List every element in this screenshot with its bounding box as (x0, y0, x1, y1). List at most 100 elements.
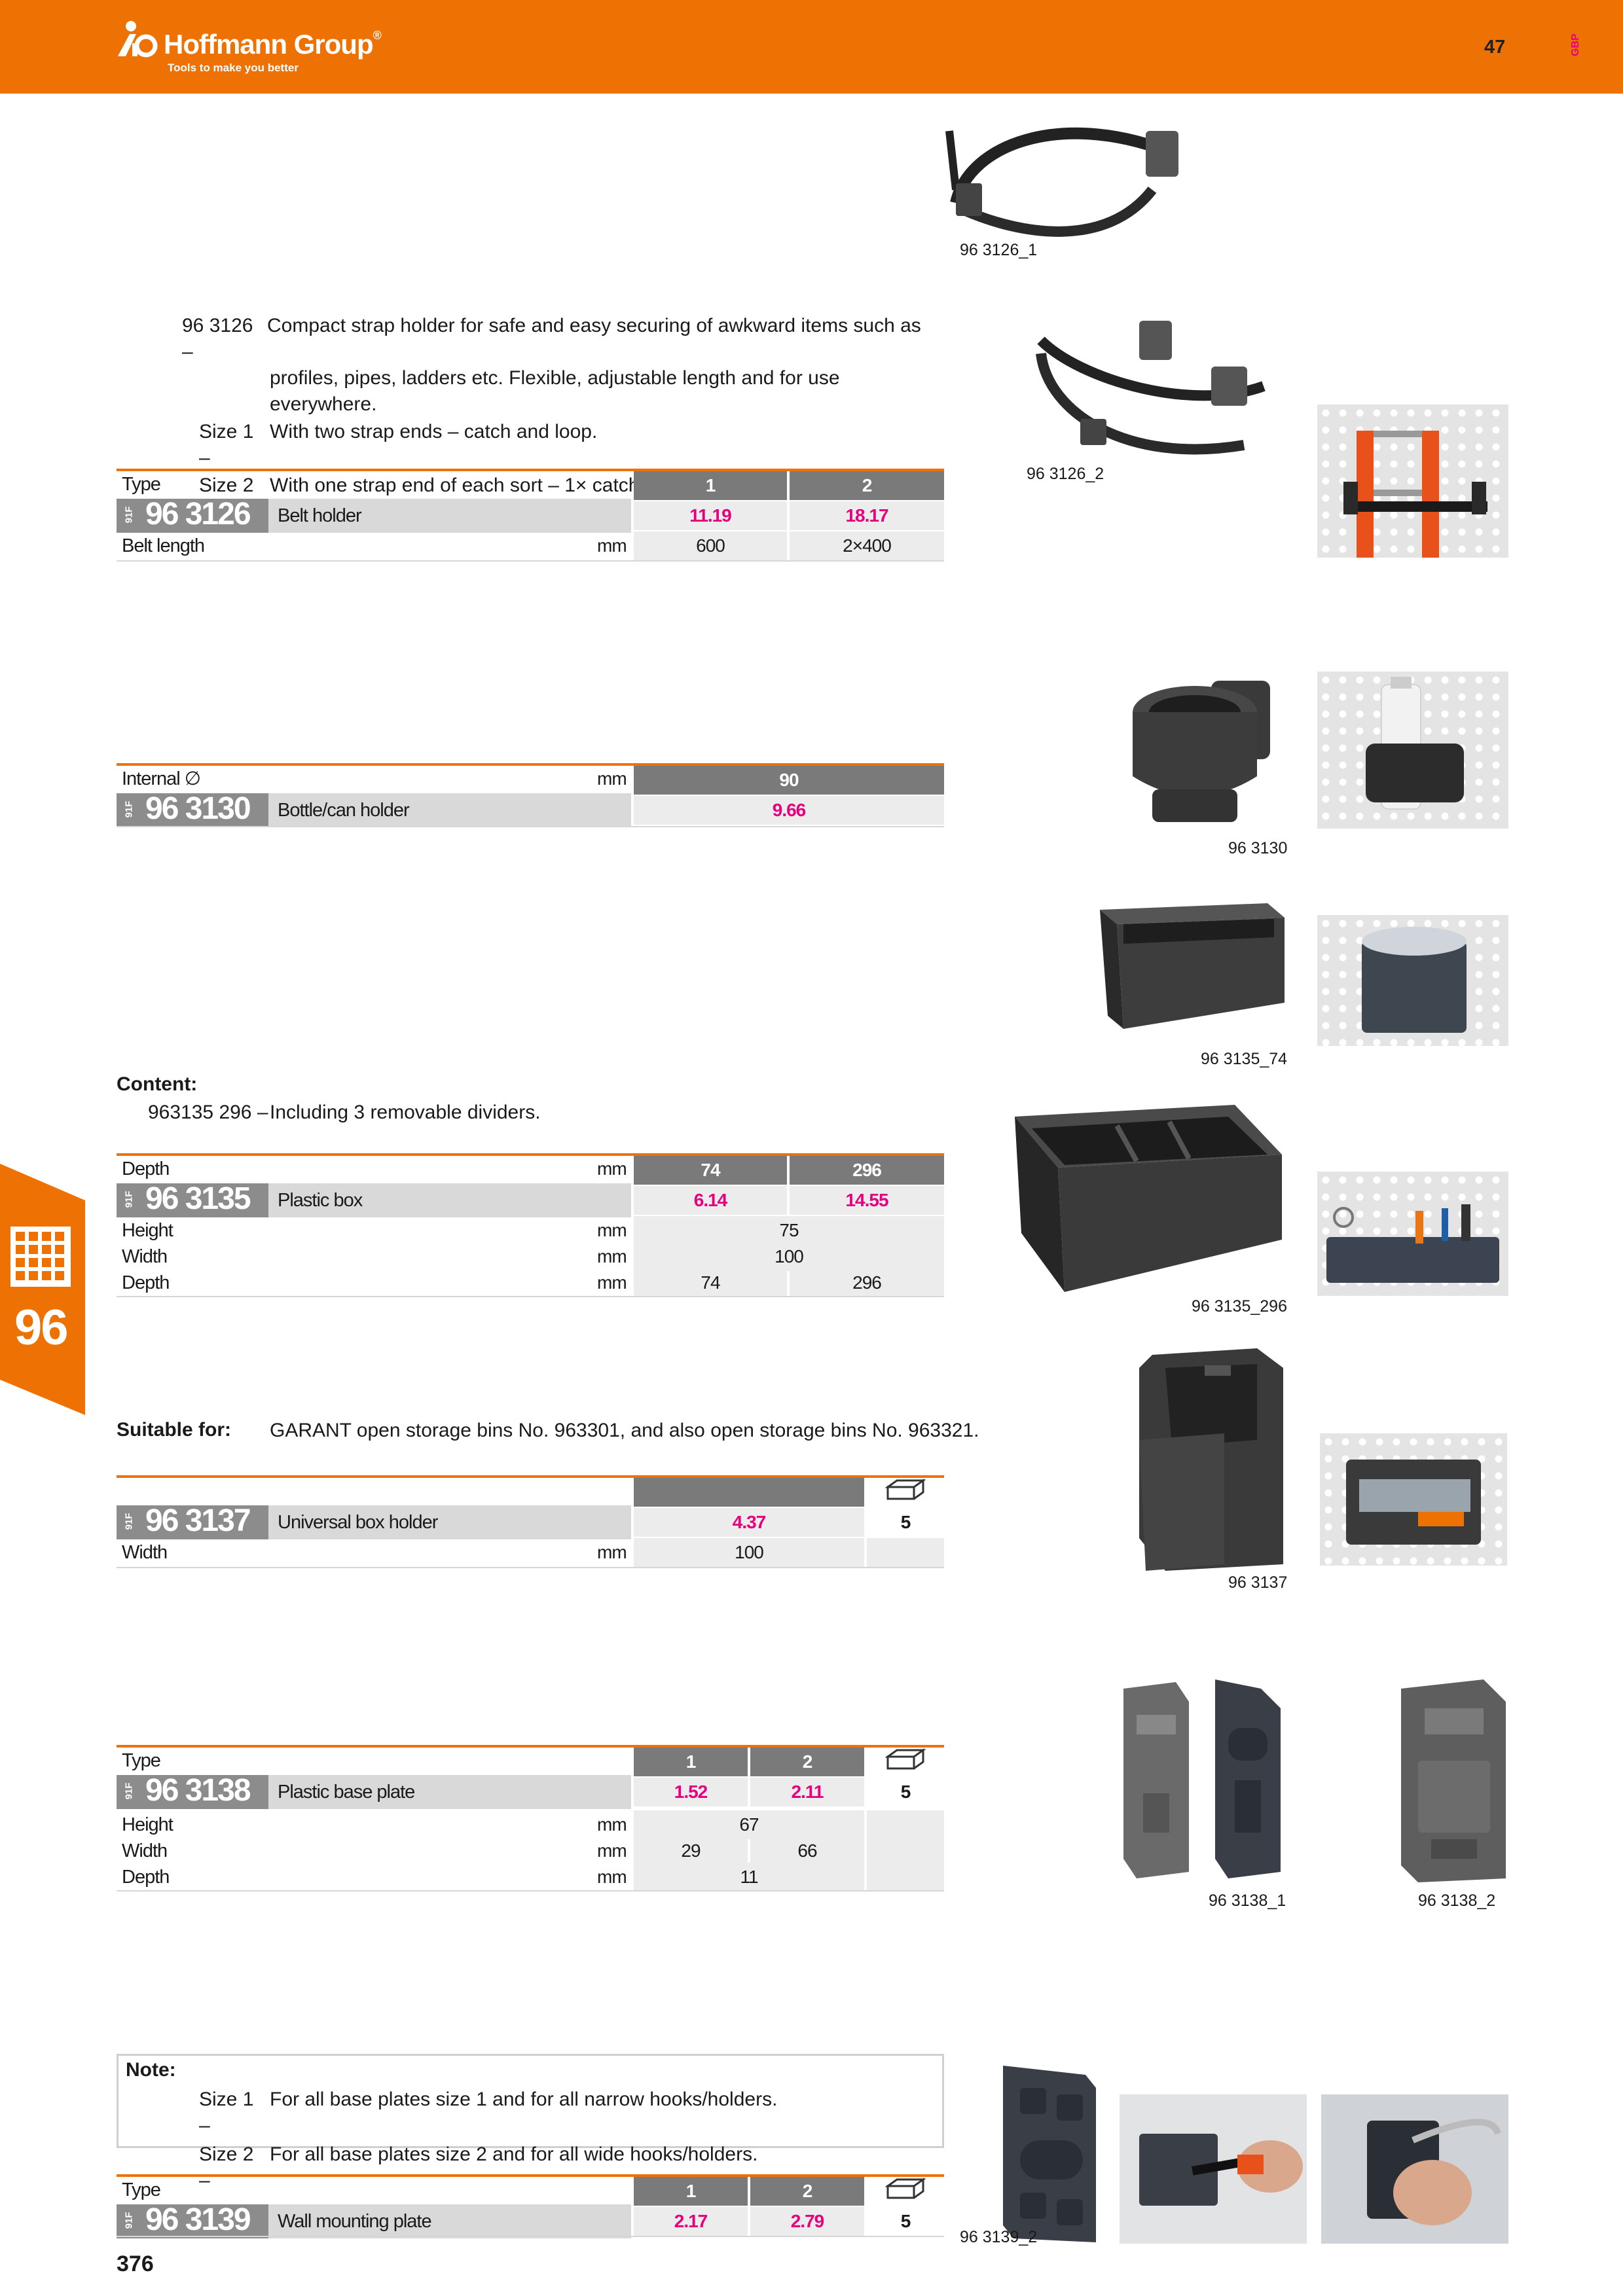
image-caption: 96 3138_1 (1209, 1892, 1286, 1910)
unit-label: mm (597, 1158, 627, 1179)
article-box (117, 793, 268, 827)
package-icon (885, 2178, 926, 2199)
unit-label: mm (597, 1542, 627, 1562)
belt-holder-photo-2 (1036, 321, 1266, 455)
prefix-label: 91F (123, 506, 135, 524)
content-heading: Content: (117, 1073, 198, 1095)
page-header (0, 0, 1623, 94)
image-caption: 96 3135_74 (1201, 1050, 1288, 1068)
suitable-for-heading: Suitable for: (117, 1419, 232, 1441)
table-rule (117, 469, 944, 471)
note-heading: Note: (126, 2059, 176, 2081)
plastic-box-296-in-use-photo (1317, 1172, 1508, 1296)
width-value: 100 (634, 1538, 864, 1567)
bottle-holder-photo (1133, 681, 1270, 822)
image-caption: 96 3130 (1228, 839, 1288, 857)
col-header-1: 1 (634, 2177, 748, 2206)
unit-label: mm (597, 1272, 627, 1293)
product-name: Belt holder (278, 505, 362, 526)
table-rule (117, 826, 944, 827)
type-label: Type (122, 474, 161, 495)
pack-quantity: 5 (900, 1512, 911, 1532)
article-number: 96 3139 (145, 2202, 251, 2237)
chapter-tab (0, 1164, 85, 1415)
unit-label: mm (597, 1840, 627, 1861)
suitable-for-text: GARANT open storage bins No. 963301, and… (270, 1420, 979, 1441)
width-label: Width (122, 1840, 168, 1861)
table-rule (117, 1296, 944, 1297)
col-header-1: 1 (634, 471, 787, 500)
price: 4.37 (634, 1508, 864, 1537)
belt-holder-ladder-photo (1317, 404, 1508, 558)
table-rule (117, 1745, 944, 1748)
hoffmann-logo-icon (118, 21, 158, 58)
unit-label: mm (597, 1814, 627, 1835)
depth-label: Depth (122, 1158, 170, 1179)
unit-label: mm (597, 1220, 627, 1240)
image-caption: 96 3135_296 (1192, 1297, 1287, 1316)
price-size-1: 11.19 (634, 501, 787, 530)
article-box (117, 1775, 268, 1809)
plastic-box-74-photo (1100, 903, 1285, 1029)
internal-diameter-label: Internal ∅ (122, 768, 201, 789)
base-plate-size2-photo (1401, 1679, 1506, 1882)
image-caption: 96 3137 (1228, 1573, 1288, 1592)
wall-plate-hook-photo (1321, 2094, 1508, 2244)
price: 9.66 (634, 796, 944, 825)
product-name: Bottle/can holder (278, 800, 410, 821)
pack-quantity: 5 (900, 2211, 911, 2231)
article-number: 96 3126 (145, 497, 251, 531)
width-label: Width (122, 1246, 168, 1267)
article-number: 96 3138 (145, 1773, 251, 1808)
article-box (117, 2204, 268, 2238)
price-size-2: 2.79 (750, 2207, 864, 2236)
article-number: 96 3137 (145, 1503, 251, 1538)
pack-empty (867, 1863, 944, 1892)
plastic-box-296-photo (1015, 1105, 1282, 1292)
width-value-2: 66 (750, 1837, 864, 1865)
prefix-label: 91F (123, 1191, 135, 1208)
prefix-label: 91F (123, 800, 135, 818)
belt-holder-photo-1 (945, 127, 1178, 237)
col-header-2: 2 (750, 2177, 864, 2206)
universal-box-holder-photo (1139, 1348, 1283, 1571)
chapter-grid-icon (10, 1227, 71, 1287)
brand-tagline: Tools to make you better (168, 62, 299, 74)
col-header-296: 296 (790, 1156, 944, 1185)
bottle-holder-in-use-photo (1317, 672, 1508, 829)
col-header-74: 74 (634, 1156, 787, 1185)
col-header-2: 2 (790, 471, 944, 500)
depth-value: 11 (634, 1863, 864, 1892)
height-label: Height (122, 1220, 173, 1241)
width-value: 100 (634, 1242, 944, 1271)
product-name: Plastic base plate (278, 1782, 415, 1803)
unit-label: mm (597, 1246, 627, 1266)
unit-label: mm (597, 1867, 627, 1887)
height-label: Height (122, 1814, 173, 1835)
width-label: Width (122, 1542, 168, 1563)
unit-label: mm (597, 768, 627, 789)
internal-diameter-value: 90 (634, 766, 944, 795)
article-box (117, 1183, 268, 1217)
table-rule (117, 560, 944, 562)
pack-quantity: 5 (900, 1782, 911, 1802)
depth-label: Depth (122, 1272, 170, 1293)
table-rule (117, 1890, 944, 1892)
article-number: 96 3135 (145, 1181, 251, 1216)
note-box (117, 2054, 944, 2148)
table-rule (117, 763, 944, 766)
belt-length-label: Belt length (122, 535, 205, 556)
image-caption: 96 3139_2 (960, 2228, 1038, 2246)
plastic-box-74-in-use-photo (1317, 915, 1508, 1046)
col-header-1: 1 (634, 1748, 748, 1776)
price-size-1: 1.52 (634, 1778, 748, 1806)
prefix-label: 91F (123, 1782, 135, 1800)
height-value: 75 (634, 1216, 944, 1245)
depth-value-296: 296 (790, 1268, 944, 1297)
width-value-1: 29 (634, 1837, 748, 1865)
base-plate-size1-photo (1123, 1679, 1281, 1878)
package-icon (885, 1479, 926, 1500)
image-caption: 96 3126_1 (960, 241, 1038, 259)
unit-label: mm (597, 535, 627, 556)
price-size-1: 2.17 (634, 2207, 748, 2236)
